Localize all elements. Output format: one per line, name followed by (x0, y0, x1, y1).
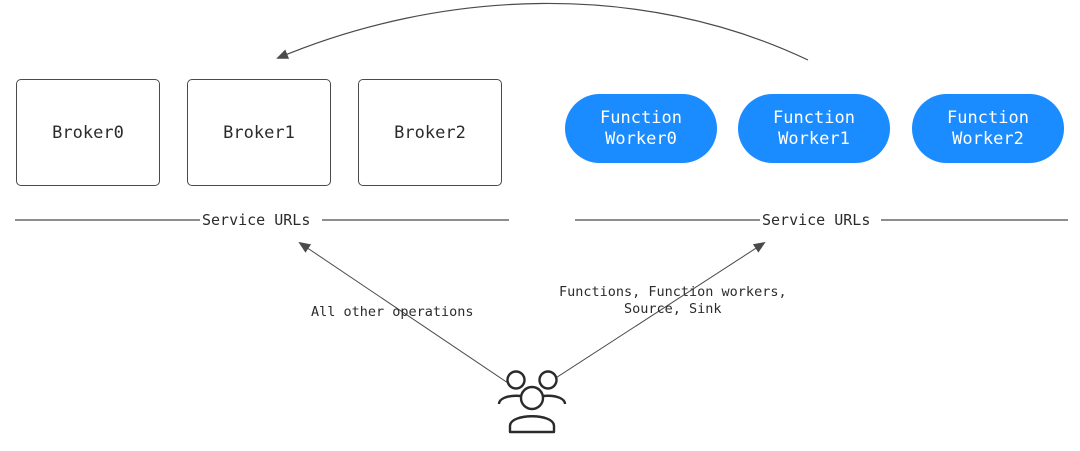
arrow-users-to-right-service (547, 241, 766, 384)
function-worker-label-line1: Function (773, 107, 855, 128)
service-urls-label-right: Service URLs (760, 211, 873, 229)
edge-label-text: All other operations (311, 304, 474, 320)
broker-box-2: Broker2 (358, 79, 502, 186)
users-group-icon (497, 370, 567, 434)
edge-label-functions: Functions, Function workers, Source, Sin… (559, 284, 787, 318)
broker-label: Broker0 (52, 122, 124, 143)
broker-label: Broker2 (394, 122, 466, 143)
function-worker-label-line2: Worker1 (778, 128, 850, 149)
edge-label-line2: Source, Sink (624, 301, 722, 317)
service-urls-label-left: Service URLs (200, 211, 313, 229)
edge-label-all-other-operations: All other operations (311, 304, 474, 321)
function-worker-label-line2: Worker2 (952, 128, 1024, 149)
function-worker-label-line1: Function (947, 107, 1029, 128)
broker-box-1: Broker1 (187, 79, 331, 186)
arrow-users-to-left-service (298, 241, 509, 384)
function-worker-label-line2: Worker0 (605, 128, 677, 149)
edge-label-line1: Functions, Function workers, (559, 284, 787, 300)
top-curved-arrow (276, 2, 809, 61)
function-worker-1: Function Worker1 (738, 94, 890, 163)
function-worker-0: Function Worker0 (565, 94, 717, 163)
broker-label: Broker1 (223, 122, 295, 143)
broker-box-0: Broker0 (16, 79, 160, 186)
function-worker-2: Function Worker2 (912, 94, 1064, 163)
function-worker-label-line1: Function (600, 107, 682, 128)
